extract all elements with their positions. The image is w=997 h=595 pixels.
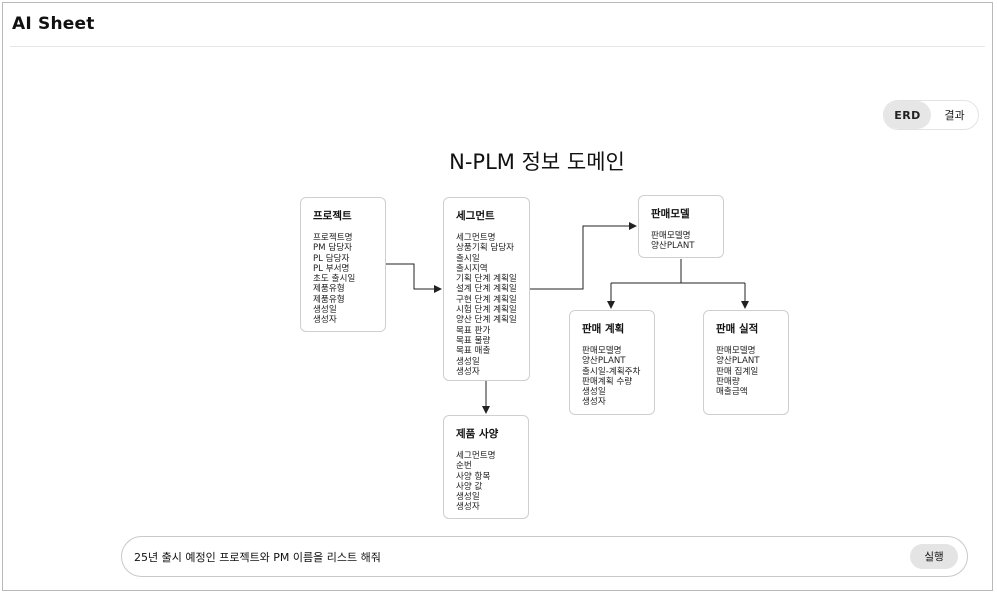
entity-field: 출시지역: [456, 263, 488, 274]
entity-field: 양산PLANT: [582, 356, 626, 367]
diagram-title: N-PLM 정보 도메인: [449, 150, 625, 174]
entity-field: 생성자: [313, 315, 337, 326]
entity-field: PL 담당자: [313, 253, 350, 264]
entity-field: 판매모델명: [716, 346, 756, 356]
entity-field: 사양 항목: [456, 471, 491, 482]
entity-field: PL 부서명: [313, 263, 350, 274]
entity-field-list: 판매모델명 양산PLANT 판매 집계일 판매량 매출금액: [716, 346, 776, 397]
entity-title: 프로젝트: [313, 210, 352, 222]
entity-field: PM 담당자: [313, 243, 353, 254]
entity-field: 매출금액: [716, 387, 748, 398]
entity-field: 생성일: [456, 492, 480, 503]
entity-field: 양산PLANT: [651, 241, 695, 252]
entity-field: 판매 집계일: [716, 366, 759, 377]
entity-field: 프로젝트명: [313, 233, 353, 243]
entity-field: 기획 단계 계획일: [456, 274, 517, 285]
entity-field: 제품유형: [313, 294, 345, 305]
entity-field: 생성일: [313, 305, 337, 316]
prompt-input[interactable]: [134, 547, 894, 567]
prompt-bar: 실행: [121, 536, 968, 577]
entity-field: 판매량: [716, 376, 740, 387]
entity-field: 생성자: [456, 366, 480, 377]
toggle-erd-button[interactable]: ERD: [884, 101, 931, 129]
entity-field: 목표 물량: [456, 335, 491, 346]
entity-field: 생성자: [582, 397, 606, 408]
entity-field: 구현 단계 계획일: [456, 294, 517, 305]
entity-sales-plan[interactable]: 판매 계획 판매모델명 양산PLANT 출시일-계획주차 판매계획 수량 생성일…: [569, 310, 655, 415]
entity-field: 세그먼트명: [456, 233, 496, 243]
entity-field: 출시일-계획주차: [582, 366, 641, 377]
entity-sales-model[interactable]: 판매모델 판매모델명 양산PLANT: [638, 195, 724, 258]
entity-title: 판매 실적: [716, 323, 759, 335]
entity-field: 판매모델명: [582, 346, 622, 356]
entity-sales-actual[interactable]: 판매 실적 판매모델명 양산PLANT 판매 집계일 판매량 매출금액: [703, 310, 789, 415]
entity-field-list: 세그먼트명 상품기획 담당자 출시일 출시지역 기획 단계 계획일 설계 단계 …: [456, 233, 517, 377]
entity-field: 생성일: [456, 356, 480, 367]
app-title: AI Sheet: [12, 14, 95, 34]
entity-field: 순번: [456, 461, 472, 472]
entity-field: 설계 단계 계획일: [456, 284, 517, 295]
entity-field: 시험 단계 계획일: [456, 305, 517, 316]
entity-field: 출시일: [456, 253, 480, 264]
entity-field-list: 프로젝트명 PM 담당자 PL 담당자 PL 부서명 초도 출시일 제품유형 제…: [313, 233, 373, 326]
entity-title: 제품 사양: [456, 428, 499, 440]
entity-field: 판매모델명: [651, 231, 691, 241]
entity-field: 양산PLANT: [716, 356, 760, 367]
toggle-result-button[interactable]: 결과: [944, 109, 965, 122]
entity-field: 상품기획 담당자: [456, 243, 515, 254]
entity-field: 생성자: [456, 502, 480, 513]
entity-field: 생성일: [582, 387, 606, 398]
entity-field: 판매계획 수량: [582, 376, 633, 387]
entity-title: 세그먼트: [456, 210, 495, 222]
header-divider: [10, 46, 985, 47]
entity-field: 초도 출시일: [313, 274, 356, 285]
entity-field: 세그먼트명: [456, 451, 496, 461]
entity-title: 판매 계획: [582, 323, 625, 335]
entity-title: 판매모델: [651, 208, 690, 220]
entity-field-list: 판매모델명 양산PLANT: [651, 231, 711, 252]
entity-field-list: 판매모델명 양산PLANT 출시일-계획주차 판매계획 수량 생성일 생성자: [582, 346, 642, 408]
entity-field: 사양 값: [456, 481, 483, 492]
entity-segment[interactable]: 세그먼트 세그먼트명 상품기획 담당자 출시일 출시지역 기획 단계 계획일 설…: [443, 197, 530, 381]
view-toggle: ERD 결과: [883, 100, 979, 130]
entity-field: 양산 단계 계획일: [456, 315, 517, 326]
entity-field: 목표 매출: [456, 346, 491, 357]
entity-field: 제품유형: [313, 284, 345, 295]
run-button[interactable]: 실행: [910, 544, 958, 569]
entity-field: 목표 판가: [456, 325, 491, 336]
entity-project[interactable]: 프로젝트 프로젝트명 PM 담당자 PL 담당자 PL 부서명 초도 출시일 제…: [300, 197, 386, 332]
entity-field-list: 세그먼트명 순번 사양 항목 사양 값 생성일 생성자: [456, 451, 516, 513]
entity-product-spec[interactable]: 제품 사양 세그먼트명 순번 사양 항목 사양 값 생성일 생성자: [443, 415, 529, 519]
